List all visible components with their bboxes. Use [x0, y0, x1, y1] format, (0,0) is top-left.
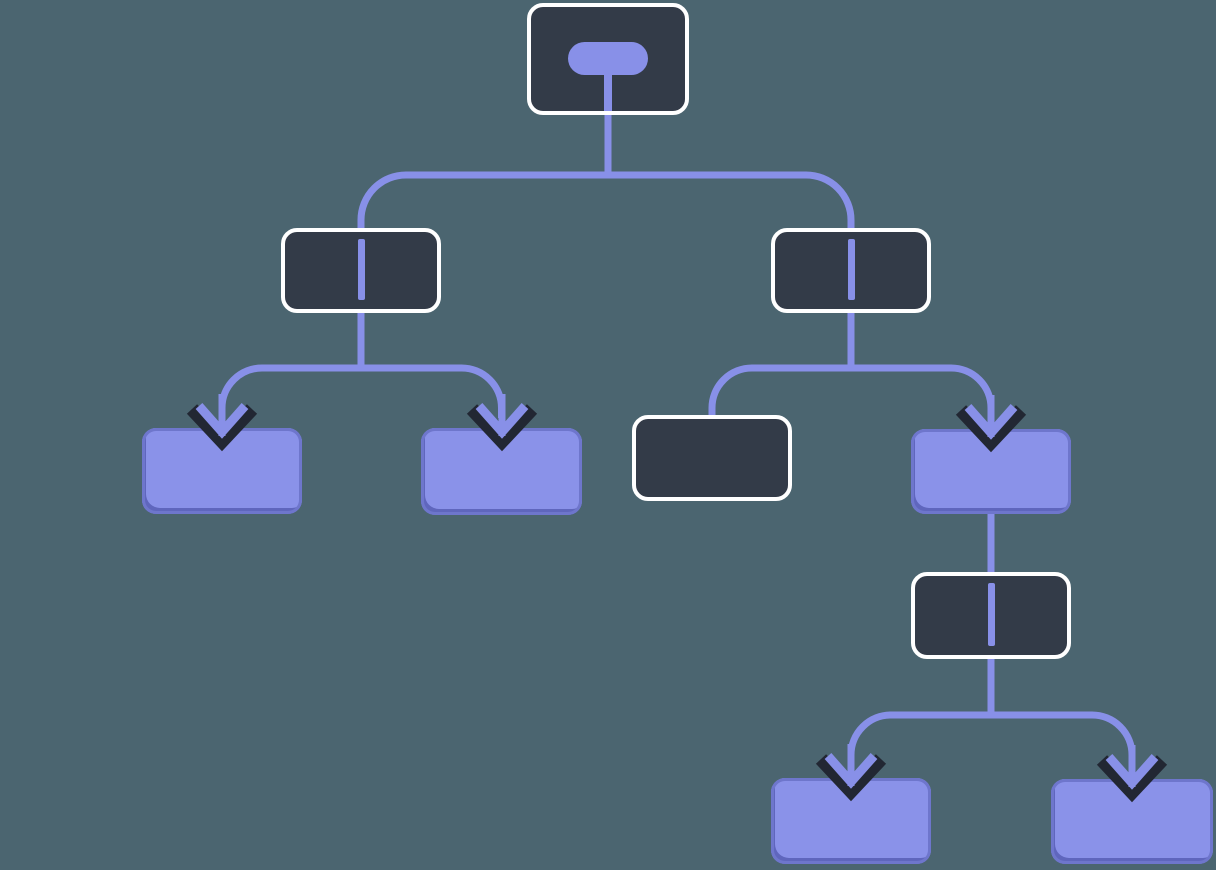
- vertical-line-icon: [847, 239, 855, 300]
- flow-node-branch-lower[interactable]: [911, 572, 1071, 659]
- vertical-line-icon: [357, 239, 365, 300]
- start-pill-stem: [604, 71, 612, 111]
- arrow-head: [964, 404, 1018, 440]
- chevron-down-arrow-icon: [955, 395, 1027, 453]
- vertical-line-icon: [987, 583, 995, 646]
- chevron-shadow: [1096, 755, 1168, 803]
- chevron-down-arrow-icon: [815, 744, 887, 802]
- arrow-head: [195, 403, 249, 439]
- arrow-head: [475, 403, 528, 439]
- chevron-shadow: [186, 404, 258, 452]
- flow-node-branch-left[interactable]: [281, 228, 441, 313]
- connector-edge: [218, 364, 505, 418]
- flow-node-node-plain-dark[interactable]: [632, 415, 792, 501]
- chevron-shadow: [955, 405, 1027, 453]
- arrow-head: [824, 753, 878, 789]
- flow-node-branch-right[interactable]: [771, 228, 931, 313]
- chevron-shadow: [815, 754, 887, 802]
- chevron-down-arrow-icon: [466, 394, 537, 452]
- start-pill-icon: [568, 42, 648, 75]
- chevron-shadow: [466, 404, 537, 452]
- connector-edge: [708, 364, 995, 419]
- chevron-down-arrow-icon: [1096, 745, 1168, 803]
- arrow-head: [1105, 754, 1159, 790]
- flow-node-root[interactable]: [527, 3, 689, 115]
- chevron-down-arrow-icon: [186, 394, 258, 452]
- connector-edge: [357, 171, 855, 231]
- connector-edge: [847, 711, 1136, 769]
